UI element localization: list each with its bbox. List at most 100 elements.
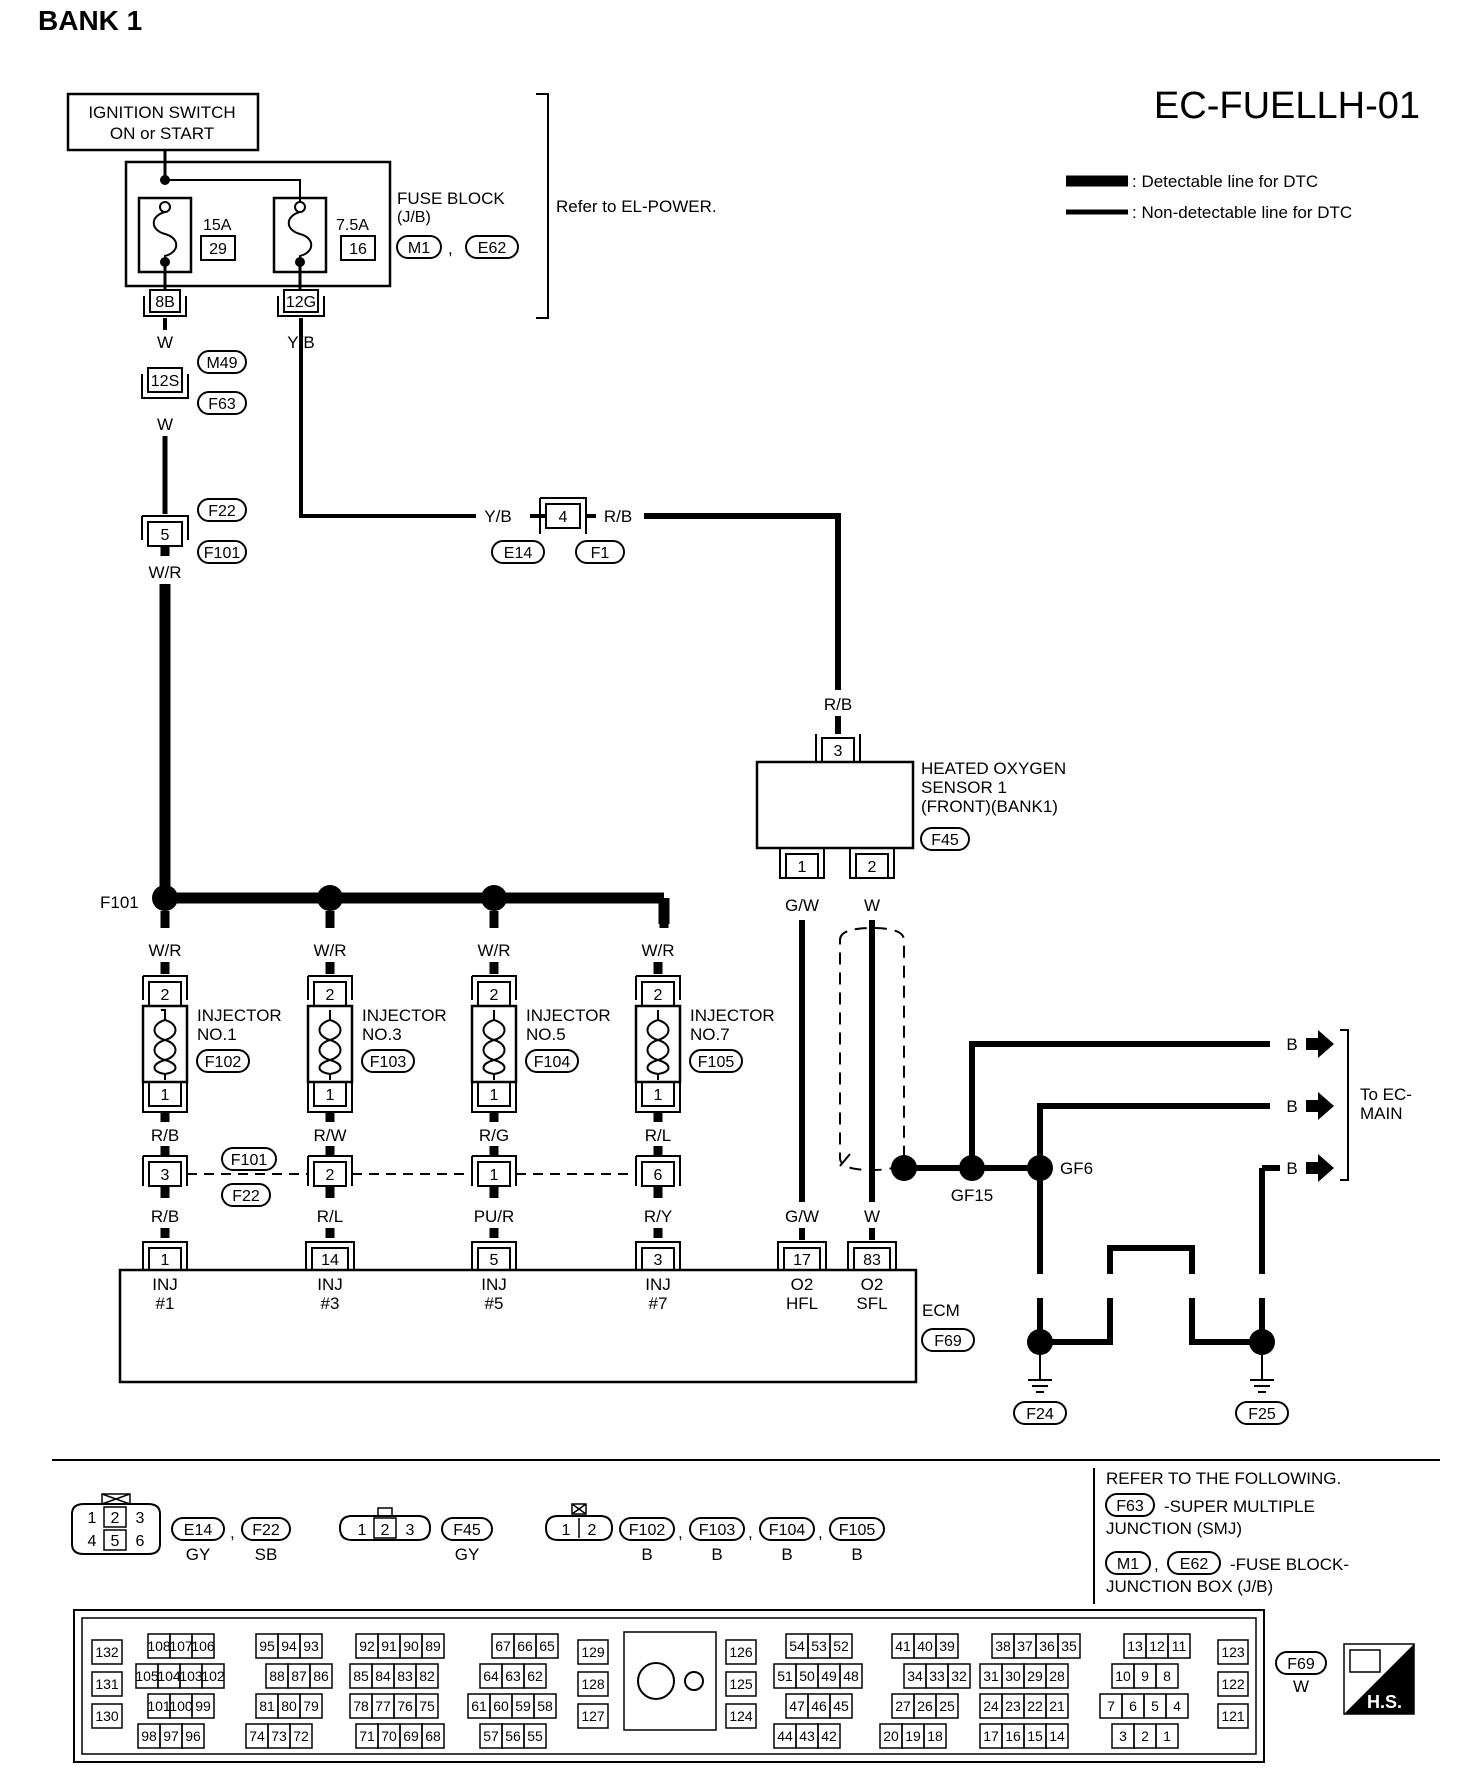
ecm-pin-17: 17 [983, 1728, 999, 1744]
heated-oxygen-sensor: R/B 3 HEATED OXYGEN SENSOR 1 (FRONT)(BAN… [755, 695, 1066, 1202]
ecm-pin-107: 107 [169, 1638, 193, 1654]
ref-e14: E14 [504, 545, 533, 562]
ecm-pin-79: 79 [303, 1698, 319, 1714]
ground-network: GF15 GF6 B B B To EC- MAIN B B B B [839, 1029, 1412, 1425]
two-pin-ref-f104: F104 [769, 1522, 806, 1539]
hs-badge: H.S. [1367, 1692, 1402, 1712]
ecm-pin-17: 17 [793, 1252, 811, 1269]
injector-1-mid-wire: R/B [151, 1126, 179, 1145]
ecm-pin-132-cell [91, 1639, 123, 1665]
ecm-pin-39-cell [935, 1633, 959, 1659]
injector-5: W/R 2 1 INJECTOR NO.5 F104 R/G 1 PU/R 5 … [470, 911, 611, 1313]
ecm-pin-68: 68 [425, 1728, 441, 1744]
ecm-pin-86-cell [309, 1663, 333, 1689]
ecm-pin-62-cell [523, 1663, 547, 1689]
ecm-pin-76: 76 [397, 1698, 413, 1714]
ecm-o2-hfl-1: O2 [791, 1275, 814, 1294]
injector-1-top-wire: W/R [148, 941, 181, 960]
connector-4: 4 [559, 509, 568, 526]
ecm-pin-95: 95 [259, 1638, 275, 1654]
ecm-pin-48-cell [839, 1663, 863, 1689]
joint-ref-f22: F22 [232, 1188, 260, 1205]
injector-3-ecm-pin: 14 [321, 1252, 339, 1269]
wire-wr-5: W/R [148, 563, 181, 582]
ecm-pin-128-cell [577, 1671, 609, 1697]
ecm-pin-55-cell [523, 1723, 547, 1749]
ecm-pin-21: 21 [1049, 1698, 1065, 1714]
injector-3-ecm-label-2: #3 [321, 1294, 340, 1313]
ecm-pin-67: 67 [495, 1638, 511, 1654]
ecm-pin-106: 106 [191, 1638, 215, 1654]
injector-7-ref: F105 [698, 1054, 735, 1071]
injector-1-ecm-label-2: #1 [156, 1294, 175, 1313]
ecm-pin-1: 1 [1163, 1728, 1171, 1744]
injector-5-joint-pin: 1 [490, 1167, 499, 1184]
injector-5-top-wire: W/R [477, 941, 510, 960]
ground-f24: F24 [1026, 1406, 1054, 1423]
to-main-2: MAIN [1360, 1104, 1403, 1123]
ecm-pin-79-cell [299, 1693, 323, 1719]
ecm-pin-130-cell [91, 1703, 123, 1729]
injector-3-mid-wire: R/W [313, 1126, 346, 1145]
ecm-pin-58-cell [533, 1693, 557, 1719]
ecm-pin-98: 98 [141, 1728, 157, 1744]
ecm-o2-sfl-wire: W [864, 1207, 880, 1226]
ecm-pin-5: 5 [1151, 1698, 1159, 1714]
injector-1-ecm-pin: 1 [161, 1252, 170, 1269]
ecm-pin-36: 36 [1039, 1638, 1055, 1654]
injector-3-name: INJECTOR [362, 1006, 447, 1025]
ecm-o2-sfl-1: O2 [861, 1275, 884, 1294]
connector-8b: 8B [155, 294, 175, 311]
ecm-pin-41: 41 [895, 1638, 911, 1654]
injector-1-name: INJECTOR [197, 1006, 282, 1025]
ecm-pin-59: 59 [515, 1698, 531, 1714]
connector-6pin: 1 2 3 4 5 6 E14 , F22 GY SB [71, 1493, 291, 1564]
ecm-pin-90: 90 [403, 1638, 419, 1654]
ecm-pin-23: 23 [1005, 1698, 1021, 1714]
ecm-pin-105: 105 [135, 1668, 159, 1684]
ecm-pin-8: 8 [1163, 1668, 1171, 1684]
ref-f63: F63 [208, 396, 236, 413]
six-pin-1: 1 [88, 1510, 97, 1527]
ecm-ref: F69 [934, 1333, 962, 1350]
injector-7-pin-bottom: 1 [654, 1087, 663, 1104]
injector-5-pin-top: 2 [490, 987, 499, 1004]
ecm-pin-61: 61 [471, 1698, 487, 1714]
ecm-pin-72-cell [289, 1723, 313, 1749]
ecm-pin-88: 88 [269, 1668, 285, 1684]
connector-12s: 12S [151, 373, 179, 390]
two-pin-color-3: B [781, 1545, 792, 1564]
injector-7-no: NO.7 [690, 1025, 730, 1044]
ecm-pin-66: 66 [517, 1638, 533, 1654]
ecm-o2-hfl-2: HFL [786, 1294, 818, 1313]
ecm-pin-1-cell [1155, 1723, 1179, 1749]
fuse-block-ref-m1: M1 [408, 240, 430, 257]
refer-jb-ref-m1: M1 [1117, 1556, 1139, 1573]
ecm-pin-130: 130 [95, 1708, 119, 1724]
ecm-pin-93-cell [299, 1633, 323, 1659]
ref-f101: F101 [204, 545, 241, 562]
injector-7-ecm-label-1: INJ [645, 1275, 671, 1294]
svg-text:,: , [678, 1523, 683, 1542]
injector-7-ecm-pin: 3 [654, 1252, 663, 1269]
ecm-pin-14-cell [1045, 1723, 1069, 1749]
ecm-pin-19: 19 [905, 1728, 921, 1744]
ecm-pin-53: 53 [811, 1638, 827, 1654]
ecm-name: ECM [922, 1301, 960, 1320]
ecm-pin-45: 45 [833, 1698, 849, 1714]
injector-7-low-wire: R/Y [644, 1207, 672, 1226]
two-pin-ref-f103: F103 [699, 1522, 736, 1539]
fuse-connectors: 8B 12G W Y/B [143, 289, 325, 352]
injector-3-top-wire: W/R [313, 941, 346, 960]
ecm-pin-4-cell [1165, 1693, 1189, 1719]
ecm-pin-101: 101 [147, 1698, 171, 1714]
three-pin-1: 1 [358, 1522, 367, 1539]
ecm-pin-39: 39 [939, 1638, 955, 1654]
injector-3: W/R 2 1 INJECTOR NO.3 F103 R/W 2 R/L 14 … [305, 911, 447, 1313]
svg-text:,: , [818, 1523, 823, 1542]
two-pin-1: 1 [562, 1522, 571, 1539]
ecm-pin-82-cell [415, 1663, 439, 1689]
ecm-conn-ref: F69 [1287, 1656, 1315, 1673]
wire-w-8b: W [157, 333, 173, 352]
ecm-pin-3: 3 [1119, 1728, 1127, 1744]
